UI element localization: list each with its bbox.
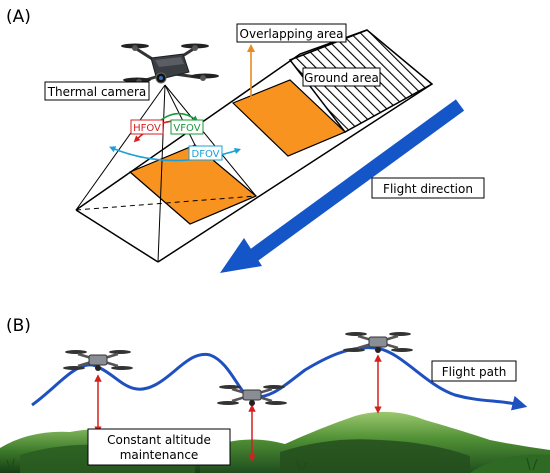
svg-text:DFOV: DFOV [192, 149, 220, 160]
panel-a-label: (A) [6, 7, 31, 27]
strip-edge-right [157, 83, 433, 263]
svg-text:Flight direction: Flight direction [383, 182, 473, 196]
constant-altitude-label: Constant altitude maintenance [87, 428, 231, 466]
drone-b2-icon [217, 385, 287, 406]
ground-area-label: Ground area [302, 67, 381, 87]
drone-b3-icon [343, 332, 413, 353]
drone-b1-icon [63, 350, 133, 371]
dfov-label-box: DFOV [188, 145, 223, 161]
footprint-front-edge [75, 209, 159, 263]
overlap-stripe-upper [231, 79, 347, 157]
thermal-camera-label: Thermal camera [44, 81, 150, 101]
flight-path-label: Flight path [431, 360, 517, 382]
svg-text:Overlapping area: Overlapping area [240, 27, 344, 41]
overlapping-area-label: Overlapping area [236, 23, 347, 43]
flight-direction-label: Flight direction [371, 177, 485, 199]
dfov-arc [109, 146, 242, 162]
flight-direction-arrow [220, 99, 465, 273]
svg-text:Flight path: Flight path [442, 365, 507, 379]
svg-text:HFOV: HFOV [133, 123, 161, 134]
footprint-dashed-diagonal [75, 195, 257, 211]
vfov-label-box: VFOV [170, 119, 204, 135]
svg-text:Constant altitude: Constant altitude [107, 433, 211, 447]
hills [0, 411, 550, 473]
drone-a-icon [121, 43, 219, 85]
panel-b-label: (B) [6, 316, 31, 336]
svg-text:Ground area: Ground area [304, 71, 379, 85]
svg-text:VFOV: VFOV [173, 123, 200, 134]
hfov-label-box: HFOV [130, 119, 164, 135]
svg-text:maintenance: maintenance [120, 448, 199, 462]
ground-strip [75, 29, 434, 263]
svg-text:Thermal camera: Thermal camera [47, 85, 147, 99]
